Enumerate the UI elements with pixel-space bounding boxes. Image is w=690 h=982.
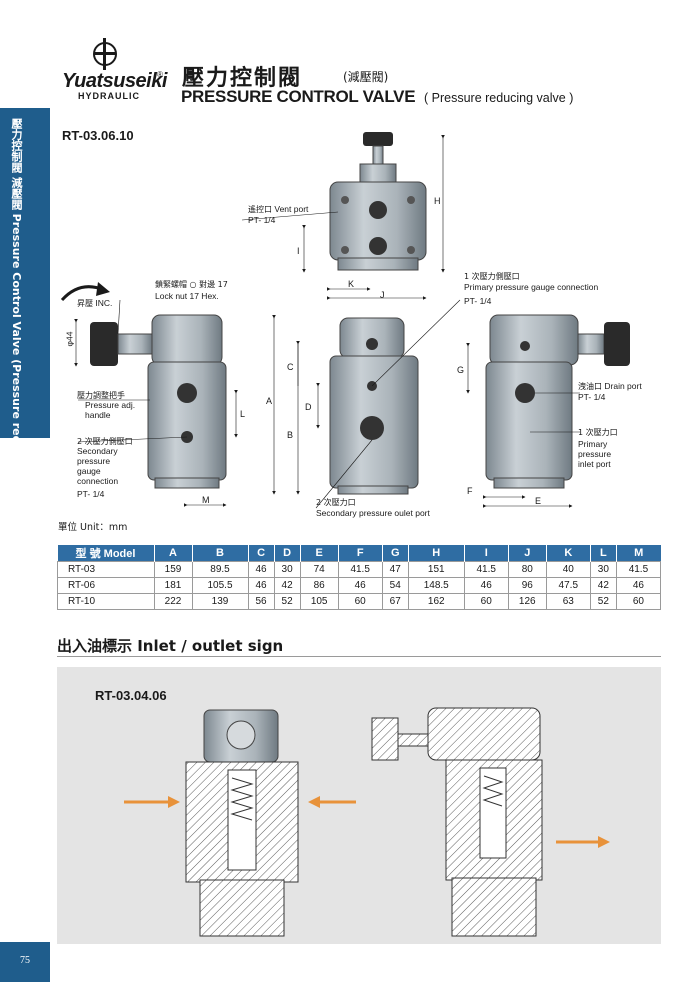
dimension-lines (74, 135, 580, 509)
table-cell: 52 (273, 593, 301, 610)
dim-l: L (240, 409, 246, 419)
table-header-cell: I (463, 545, 509, 562)
table-row: RT-03 159 89.5 46 30 74 41.5 47 151 41.5… (57, 561, 662, 578)
vent-port-label: 遙控口 Vent port (248, 204, 309, 214)
handle-label-en1: Pressure adj. (85, 400, 136, 410)
inlet-outlet-section-title: 出入油標示 Inlet / outlet sign (57, 637, 284, 655)
primary-gauge-thread: PT- 1/4 (464, 296, 492, 306)
unit-label: 單位 Unit：mm (58, 522, 128, 533)
brand-logo-icon (93, 38, 117, 70)
registered-mark: ® (157, 70, 163, 79)
table-header-cell: E (299, 545, 339, 562)
table-cell: 47 (381, 561, 409, 578)
flow-arrows (124, 796, 610, 848)
brand-subtitle: HYDRAULIC (78, 91, 140, 101)
page-title-zh: 壓力控制閥 (182, 66, 303, 91)
handle-label-en2: handle (85, 410, 111, 420)
primary-gauge-label-zh: 1 次壓力側壓口 (464, 272, 520, 281)
table-header-row: 型 號 Model A B C D E F G H I J K L M (57, 545, 661, 562)
section-view-left (185, 709, 299, 937)
table-header-cell: D (273, 545, 301, 562)
outlet-label-en: Secondary pressure oulet port (316, 508, 430, 518)
left-side-view (90, 314, 227, 489)
handle-label-zh: 壓力調整把手 (77, 391, 125, 400)
table-header-cell: J (507, 545, 547, 562)
table-cell: 222 (153, 593, 193, 610)
drain-port-label: 洩油口 Drain port (578, 381, 642, 391)
table-header-cell: F (337, 545, 383, 562)
inlet-label-en1: Primary (578, 439, 608, 449)
page-title-en: PRESSURE CONTROL VALVE (181, 87, 416, 106)
table-cell: 67 (381, 593, 409, 610)
table-cell: 60 (615, 593, 662, 610)
inlet-label-en3: inlet port (578, 459, 611, 469)
lock-nut-label-en: Lock nut 17 Hex. (155, 291, 219, 301)
dim-i: I (297, 246, 300, 256)
lock-nut-label-zh: 鎖緊螺帽 ○ 對邊 17 (155, 280, 228, 289)
table-header-cell: L (589, 545, 617, 562)
secondary-gauge-label-zh: 2 次壓力側壓口 (77, 437, 133, 446)
dim-c: C (287, 362, 294, 372)
dim-b: B (287, 430, 294, 440)
secondary-gauge-thread: PT- 1/4 (77, 489, 105, 499)
secondary-gauge-en4: connection (77, 476, 119, 486)
top-view (329, 132, 427, 271)
front-view (329, 317, 419, 495)
table-header-cell: C (247, 545, 275, 562)
table-header-cell: G (381, 545, 409, 562)
brand-name: Yuatsuseiki (62, 70, 167, 92)
table-cell-model: RT-10 (57, 593, 155, 610)
table-row: RT-10 222 139 56 52 105 60 67 162 60 126… (57, 593, 662, 610)
dim-k: K (348, 279, 355, 289)
dimension-table: 型 號 Model A B C D E F G H I J K L M RT-0… (57, 545, 662, 610)
table-header-cell: H (407, 545, 465, 562)
table-cell: 60 (463, 593, 509, 610)
dim-a: A (266, 396, 273, 406)
table-header-cell: B (191, 545, 249, 562)
table-cell: 52 (589, 593, 617, 610)
dim-e: E (535, 496, 542, 506)
table-header-model: 型 號 Model (57, 545, 154, 562)
table-cell: 105 (299, 593, 339, 610)
inlet-outlet-model: RT-03.04.06 (95, 688, 167, 703)
page-number: 75 (20, 955, 30, 966)
page-title-zh-sub: (減壓閥) (343, 70, 389, 84)
inlet-label-zh: 1 次壓力口 (578, 428, 618, 437)
page-title-en-sub: ( Pressure reducing valve ) (424, 91, 574, 105)
table-cell: 126 (507, 593, 547, 610)
dim-h: H (434, 196, 441, 206)
right-side-view (485, 314, 630, 489)
dim-f: F (467, 486, 473, 496)
inlet-label-en2: pressure (578, 449, 612, 459)
secondary-gauge-en3: gauge (77, 466, 101, 476)
primary-gauge-label-en: Primary pressure gauge connection (464, 282, 599, 292)
dim-m: M (202, 495, 210, 505)
table-header-cell: A (153, 545, 193, 562)
outlet-label-zh: 2 次壓力口 (316, 498, 356, 507)
section-divider (57, 656, 661, 657)
drain-port-thread: PT- 1/4 (578, 392, 606, 402)
dim-j: J (380, 290, 385, 300)
vent-port-thread: PT- 1/4 (248, 215, 276, 225)
page-number-box (0, 942, 50, 982)
dim-g: G (457, 365, 465, 375)
inlet-outlet-panel (57, 667, 661, 944)
drawing-model-title: RT-03.06.10 (62, 128, 134, 143)
dim-d: D (305, 402, 312, 412)
inc-label: 昇壓 INC. (77, 298, 113, 308)
side-tab (0, 108, 50, 438)
table-cell: 56 (247, 593, 275, 610)
secondary-gauge-en1: Secondary (77, 446, 118, 456)
section-view-right (371, 707, 543, 937)
table-header-cell: M (615, 545, 661, 562)
secondary-gauge-en2: pressure (77, 456, 111, 466)
side-tab-label: 壓力控制閥 減壓閥 Pressure Control Valve (Pressu… (10, 118, 23, 520)
diameter-label: φ44 (64, 331, 75, 347)
table-header-cell: K (545, 545, 591, 562)
